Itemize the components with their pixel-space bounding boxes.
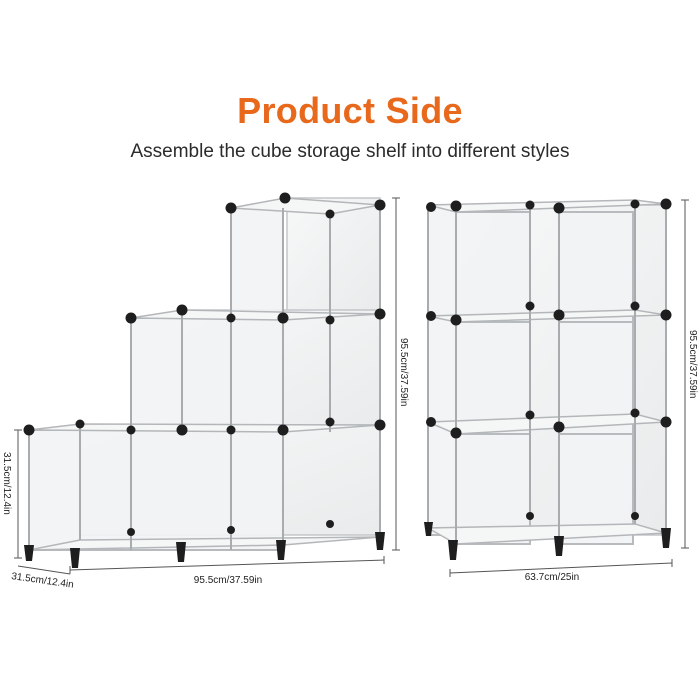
tower-width-label: 63.7cm/25in xyxy=(525,572,579,583)
staircase-depth-label: 31.5cm/12.4in xyxy=(11,571,75,591)
tower-frame-rods xyxy=(427,200,667,544)
page-subtitle: Assemble the cube storage shelf into dif… xyxy=(130,141,570,162)
staircase-height-label: 95.5cm/37.59in xyxy=(398,338,409,406)
tower-shelf-surfaces xyxy=(425,199,667,545)
page-title: Product Side xyxy=(237,90,463,131)
staircase-width-label: 95.5cm/37.59in xyxy=(194,575,262,586)
staircase-connectors xyxy=(23,192,386,536)
tower-connectors xyxy=(426,198,672,520)
tower-height-label: 95.5cm/37.59in xyxy=(687,330,698,398)
staircase-feet xyxy=(24,532,385,568)
staircase-shelf xyxy=(23,192,386,568)
tower-feet xyxy=(424,522,671,560)
tower-shelf xyxy=(424,198,672,560)
staircase-side-height-label: 31.5cm/12.4in xyxy=(1,452,12,515)
tower-dimension-lines xyxy=(449,199,689,577)
staircase-front-panels xyxy=(28,207,284,551)
staircase-dimension-lines xyxy=(14,197,400,575)
staircase-frame-rods xyxy=(28,205,381,550)
